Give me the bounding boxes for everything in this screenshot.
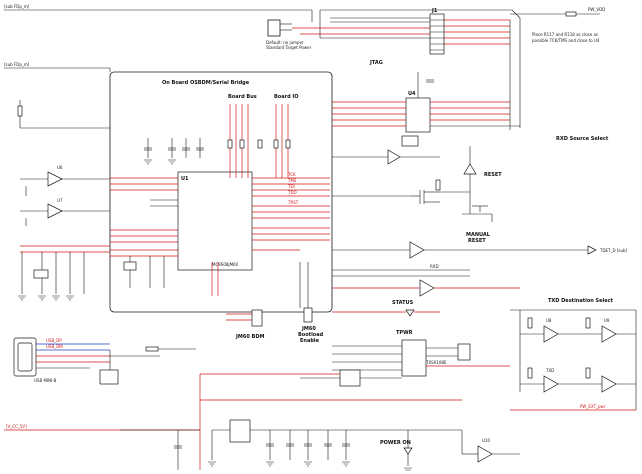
svg-text:TRST: TRST — [287, 200, 299, 205]
svg-text:PW_VDD: PW_VDD — [588, 7, 605, 12]
jm60-bdm-header: JM60 BDM — [226, 309, 264, 340]
buffer-bottom-icon — [47, 203, 63, 219]
onboard-bridge-frame — [109, 71, 333, 313]
board-io-label: Board IO — [274, 94, 299, 100]
offpage-mid-left: [sub FDp_m] — [4, 62, 111, 72]
u1-left-pins — [110, 177, 178, 257]
reset-circuit: RESET MANUAL RESET — [332, 146, 502, 244]
left-buffers: U6 U7 — [17, 100, 110, 226]
board-bus-label: Board Bus — [228, 94, 257, 100]
note-line-1: Place R117 and R118 as close as — [532, 32, 598, 37]
power-led-icon — [403, 447, 413, 455]
svg-text:U4: U4 — [408, 91, 416, 97]
bootload-l1: JM60 — [301, 326, 316, 332]
right-bus-frame — [320, 9, 521, 130]
u1-part: MC9S08JM60 — [212, 262, 239, 267]
rxd-source-title: RXD Source Select — [556, 136, 609, 142]
note-line-2: possible TCK/TMS and close to U4 — [532, 38, 600, 43]
usb-esd-chip — [99, 369, 119, 385]
u4-chip — [405, 97, 431, 133]
svg-text:RXD: RXD — [430, 264, 439, 269]
resistor-ladder — [227, 104, 291, 178]
svg-text:Default: no jumper: Default: no jumper — [266, 40, 304, 45]
status-tpwr: STATUS TPWR TXS0108E — [332, 300, 510, 377]
manual-reset-l1: MANUAL — [466, 232, 491, 238]
svg-text:Standard Target Power: Standard Target Power — [266, 45, 312, 50]
decoupling-caps — [144, 138, 204, 158]
jm60-bootload: JM60 Bootload Enable — [298, 262, 324, 344]
jtag-block: Default: no jumper Standard Target Power… — [266, 7, 605, 66]
jm60-bdm-label: JM60 BDM — [235, 334, 264, 340]
usb-connector: USB MINI-B USB_DP USB_DM — [13, 337, 196, 385]
jtag-small-header — [267, 19, 281, 37]
offpage-bottom-right-label: PW_EXT_pwr — [580, 404, 606, 409]
svg-text:J1: J1 — [431, 8, 438, 14]
offpage-top-left: [sub FDp_m] — [4, 4, 313, 22]
onboard-bridge-title: On Board OSBDM/Serial Bridge — [162, 80, 250, 86]
bootload-l3: Enable — [300, 338, 320, 344]
offpage-bottom-left-label: [V_CC_5V] — [6, 424, 27, 429]
svg-text:TXS0108E: TXS0108E — [425, 360, 447, 365]
placement-note: Place R117 and R118 as close as possible… — [532, 32, 600, 43]
usb-label: USB MINI-B — [34, 378, 57, 383]
svg-text:TCK: TCK — [287, 172, 296, 177]
buffer-top-icon — [47, 171, 63, 187]
crystal — [123, 256, 165, 288]
svg-text:U6: U6 — [57, 165, 63, 170]
svg-text:USB_DP: USB_DP — [46, 338, 62, 343]
svg-text:U7: U7 — [57, 198, 63, 203]
u4-translator: U4 — [332, 72, 520, 147]
manual-reset-l2: RESET — [468, 238, 486, 244]
rxd-source-switch: TDET_D [sub] RXD — [332, 241, 628, 297]
u1-mcu — [177, 171, 253, 271]
opto-coupler — [200, 369, 402, 387]
svg-text:TDO: TDO — [287, 190, 297, 195]
svg-text:TMS: TMS — [287, 178, 297, 183]
svg-text:USB_DM: USB_DM — [46, 344, 63, 349]
jtag-title: JTAG — [369, 60, 383, 66]
svg-text:U8: U8 — [546, 318, 552, 323]
power-on-label: POWER ON — [380, 440, 411, 446]
svg-text:TXD: TXD — [545, 368, 554, 373]
offpage-right-label: TDET_D [sub] — [599, 248, 628, 253]
txd-destination-title: TXD Destination Select — [548, 298, 614, 304]
power-section: POWER ON U10 — [120, 374, 520, 470]
bootload-l2: Bootload — [298, 332, 324, 338]
offpage-top-left-label: [sub FDp_m] — [4, 4, 30, 9]
svg-text:U1: U1 — [181, 176, 189, 182]
svg-text:U10: U10 — [482, 438, 490, 443]
ground-symbols — [18, 159, 412, 471]
offpage-bottom-left: [V_CC_5V] — [4, 424, 200, 431]
regulator-chip — [229, 419, 251, 443]
buffer-bottom-right-icon — [477, 445, 493, 463]
txd-buffers: U8 U9 TXD PW_EXT_pwr — [510, 309, 637, 411]
offpage-mid-left-label: [sub FDp_m] — [4, 62, 30, 67]
onboard-bridge-block: On Board OSBDM/Serial Bridge U1 MC9S08JM… — [109, 71, 333, 313]
tpwr-label: TPWR — [396, 330, 413, 336]
svg-text:U9: U9 — [604, 318, 610, 323]
status-label: STATUS — [392, 300, 414, 306]
opto-chip — [339, 369, 361, 387]
u5-chip — [401, 339, 427, 377]
u1-right-pins — [252, 177, 330, 251]
left-power-caps — [20, 245, 110, 294]
osbdm-reset-label: RESET — [484, 172, 502, 178]
svg-text:TDI: TDI — [287, 184, 295, 189]
